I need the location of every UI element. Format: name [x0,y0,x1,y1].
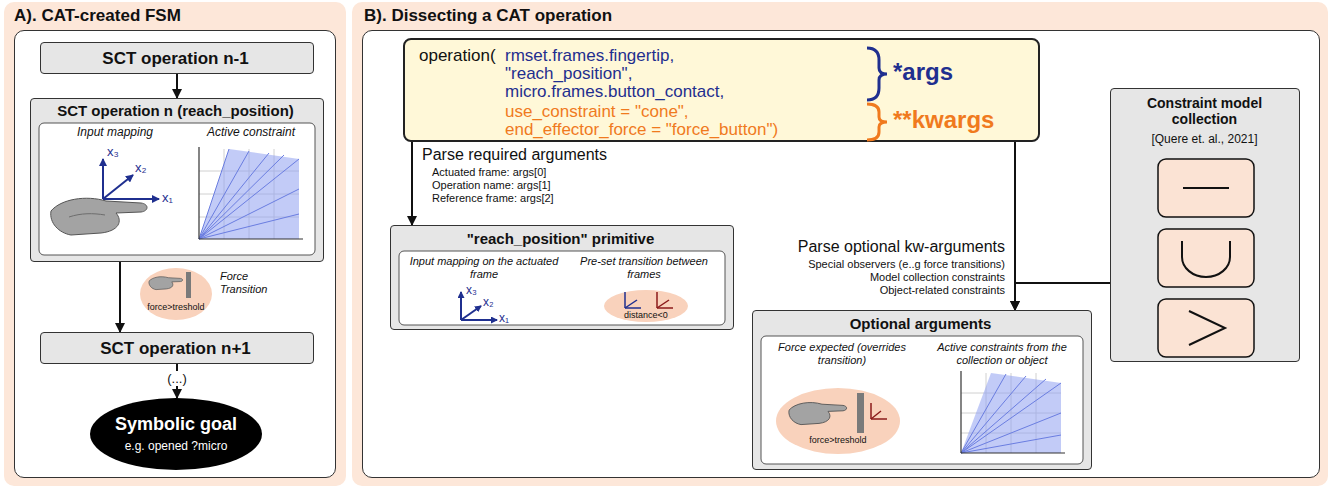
goal-title: Symbolic goal [90,414,262,435]
process-box: SCT operation n-1 [40,42,314,74]
panel: A). CAT-created FSM SCT operation n-1 SCT… [4,2,346,486]
transition-label: force>treshold [140,302,212,312]
box-title: SCT operation n+1 [41,339,310,359]
transition-circle: force>treshold Force Transition [140,266,292,322]
flow-arrow [411,142,413,225]
citation: [Quere et. al., 2021] [1116,133,1293,147]
panel-title: B). Dissecting a CAT operation [364,6,964,26]
flow-arrow [1015,283,1110,310]
code-text: operation( [419,46,509,66]
force-transition-illustration [140,266,292,322]
axis-label: x₁ [499,312,515,326]
optional-illustration [753,311,1091,469]
code-arg: rmset.frames.fingertip, [505,46,865,66]
sub-label: Force expected (overrides transition) [767,341,917,366]
axis-label: x₂ [135,161,155,176]
code-box: operation(rmset.frames.fingertip,"reach_… [403,38,1040,142]
sub-label: Input mapping [55,126,175,140]
code-kwarg: end_effector_force = "force_button") [505,120,865,140]
box-title: "reach_position" primitive [391,230,730,247]
box-title: SCT operation n (reach_position) [31,102,320,119]
edge-label: (...) [164,371,190,386]
code-arg: "reach_position", [505,64,865,84]
goal-note: e.g. opened ?micro [90,440,262,454]
flow-arrow [119,262,121,332]
code-arg: micro.frames.button_contact, [505,82,865,102]
code-kwarg: use_constraint = "cone", [505,102,865,122]
step-note: Object-related constraints [740,284,1005,297]
constraint-symbols [1111,89,1299,361]
kwargs-label: **kwargs [893,106,1033,134]
box-title: Optional arguments [753,315,1088,332]
mapping-illustration [31,99,323,261]
transition-label: force>treshold [790,435,886,445]
axis-label: x₃ [466,284,482,298]
step-note: Special observers (e..g force transition… [740,258,1005,271]
step-label: Parse required arguments [422,146,722,164]
axis-label: x₁ [162,191,182,206]
step-note: Actuated frame: args[0] [432,166,692,179]
goal-ellipse: Symbolic goal e.g. opened ?micro [90,398,262,470]
sub-label: Active constraints from the collection o… [927,341,1077,366]
box-title: Constraint model collection [1116,95,1293,127]
options-box: Optional argumentsForce expected (overri… [752,310,1092,470]
primitive-box: "reach_position" primitiveInput mapping … [390,225,734,330]
transition-title: Force Transition [220,270,290,295]
flow-arrow [176,74,178,98]
collection-box: Constraint model collection [Quere et. al… [1110,88,1300,362]
step-label: Parse optional kw-arguments [740,238,1005,256]
axis-label: x₂ [483,296,499,310]
process-box: SCT operation n (reach_position) Input ma… [30,98,324,262]
step-note: Model collection constraints [740,271,1005,284]
sub-label: Active constraint [189,126,313,140]
sub-label: Input mapping on the actuated frame [409,255,559,280]
axis-label: x₃ [107,145,127,160]
sub-label: Pre-set transition between frames [569,255,719,280]
step-note: Operation name: args[1] [432,179,692,192]
step-note: Reference frame: args[2] [432,192,692,205]
process-box: SCT operation n+1 [40,332,314,364]
panel-title: A). CAT-created FSM [14,6,334,26]
args-label: *args [893,58,1023,86]
transition-label: distance<0 [613,310,679,320]
box-title: SCT operation n-1 [41,49,310,69]
